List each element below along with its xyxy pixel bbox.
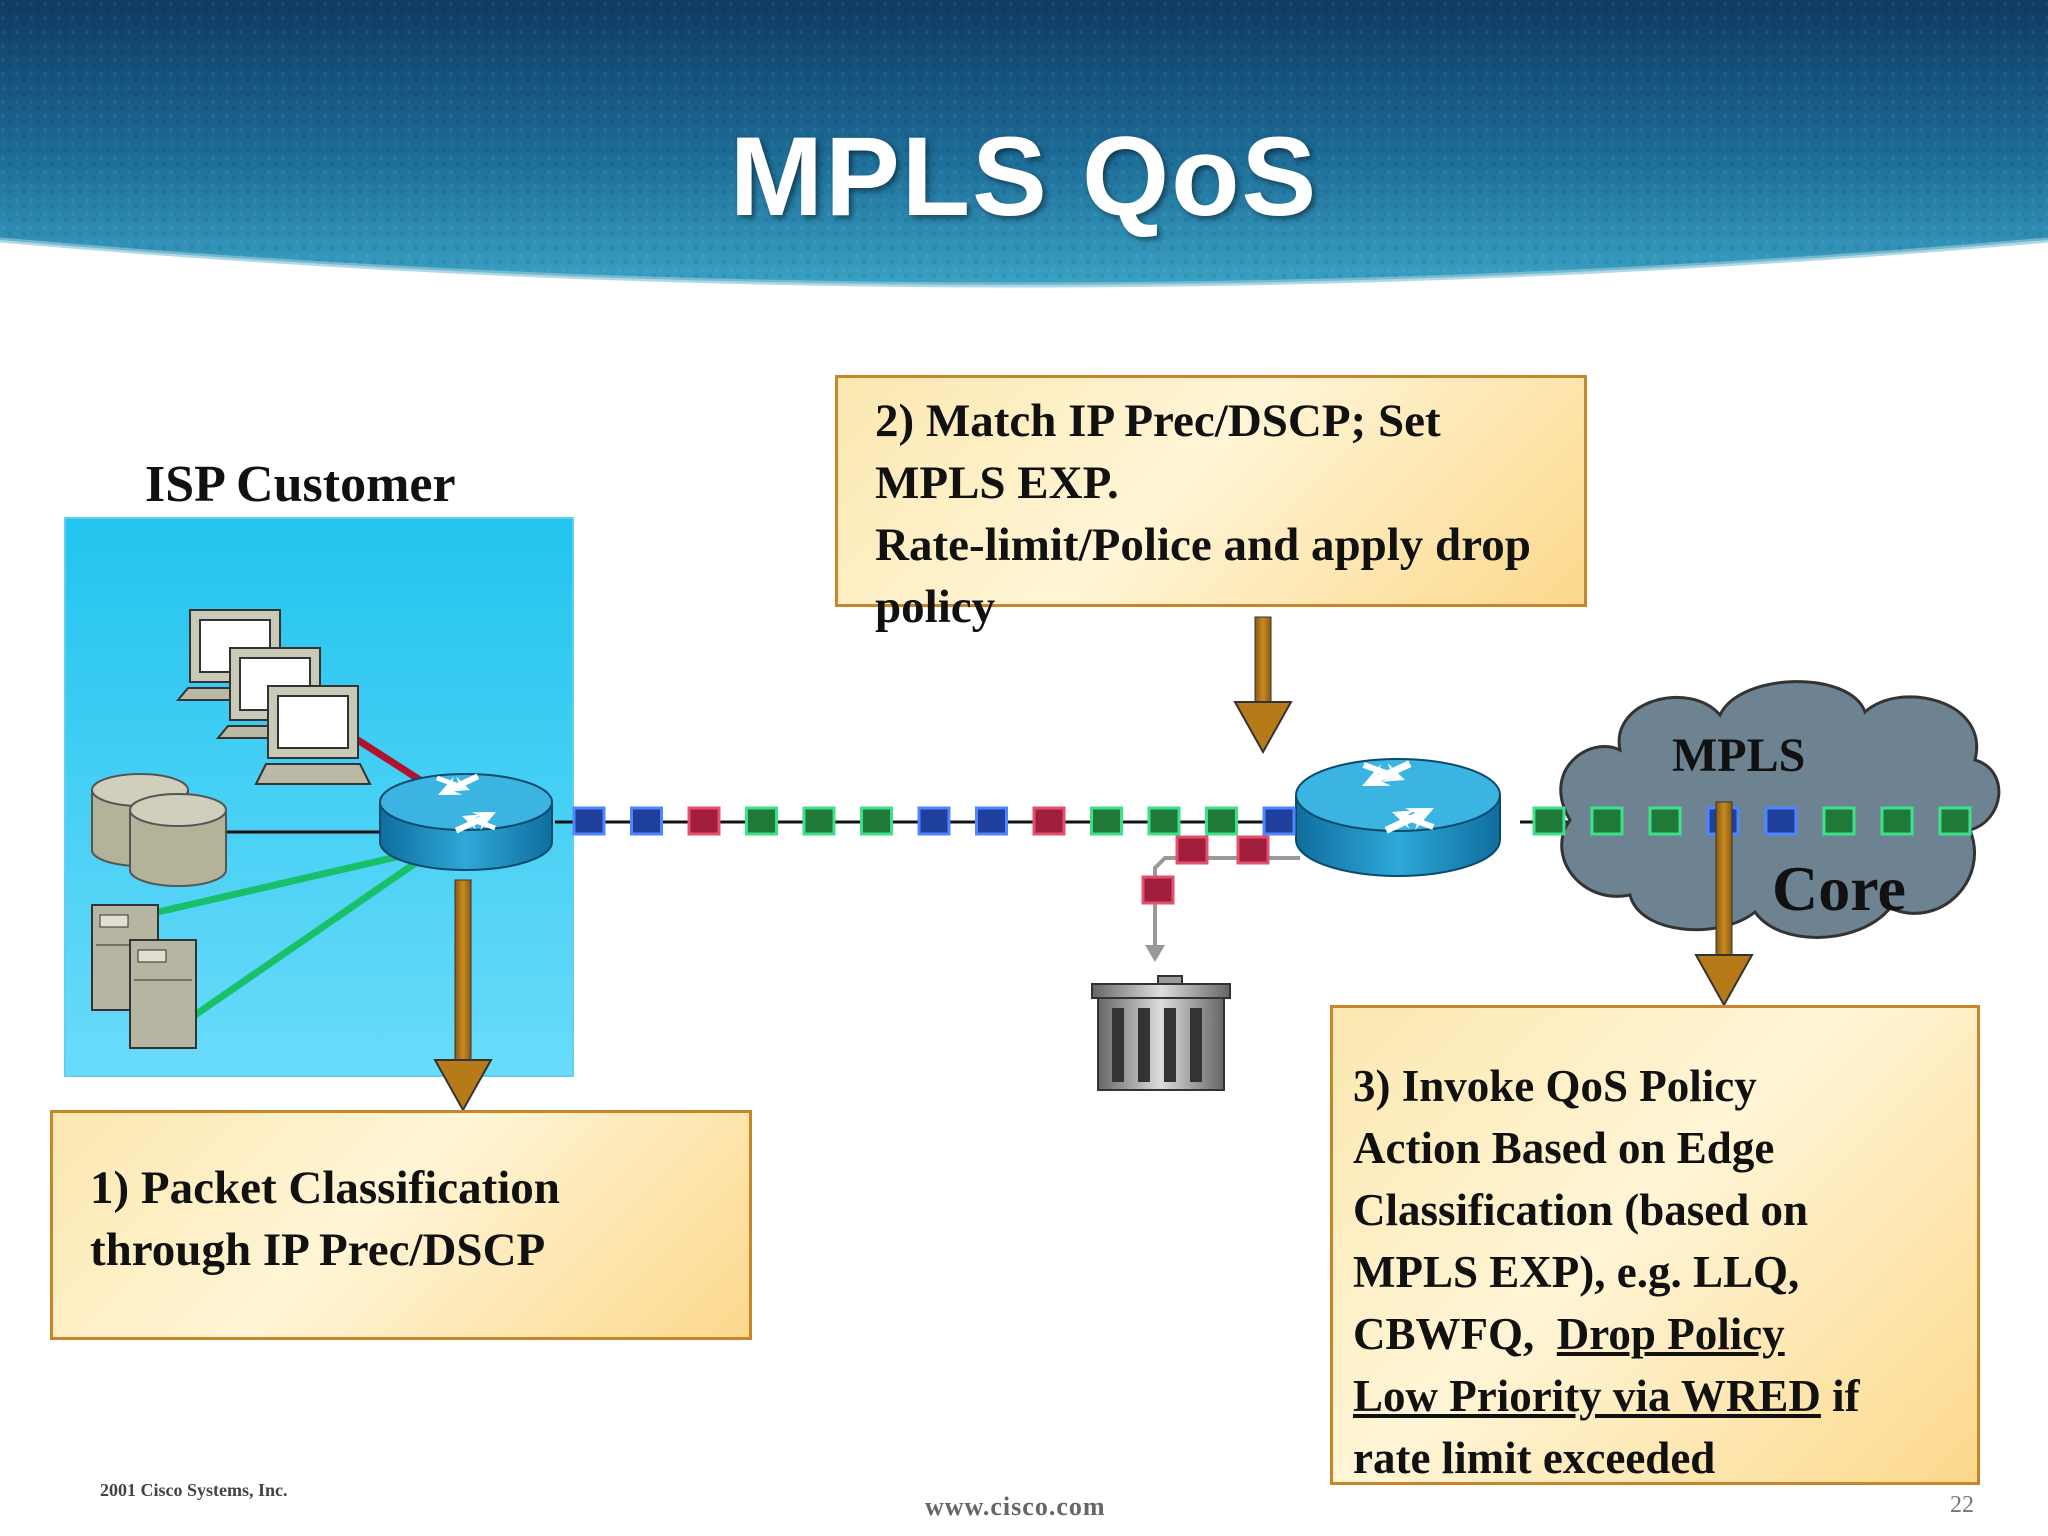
callout-2-line: Rate-limit/Police and apply drop bbox=[875, 519, 1531, 571]
footer-url[interactable]: www.cisco.com bbox=[925, 1492, 1106, 1521]
header-banner bbox=[0, 0, 2048, 288]
packet-green bbox=[802, 806, 836, 836]
packet-blue bbox=[1764, 806, 1798, 836]
callout-3-line: Low Priority via WRED if bbox=[1353, 1365, 1860, 1427]
footer-page-number: 22 bbox=[1950, 1492, 1974, 1518]
callout-2-line: policy bbox=[875, 581, 996, 633]
callout-3-line: CBWFQ, Drop Policy bbox=[1353, 1303, 1860, 1365]
packet-green bbox=[860, 806, 893, 836]
packet-dropped bbox=[1141, 875, 1175, 905]
callout-invoke-qos-policy bbox=[1330, 1005, 1980, 1485]
arrow-down-icon bbox=[433, 879, 493, 1113]
packet-red bbox=[1032, 806, 1066, 836]
callout-packet-classification bbox=[50, 1110, 752, 1340]
packet-red bbox=[687, 806, 721, 836]
callout-3-text-part: CBWFQ, bbox=[1353, 1309, 1557, 1359]
packet-green bbox=[1938, 806, 1972, 836]
callout-1-text: 1) Packet Classification through IP Prec… bbox=[90, 1157, 560, 1281]
callout-3-text-part: if bbox=[1820, 1371, 1860, 1421]
callout-1-line: through IP Prec/DSCP bbox=[90, 1224, 546, 1276]
packet-stream-access bbox=[572, 806, 1296, 836]
isp-customer-label: ISP Customer bbox=[145, 456, 456, 513]
packet-green bbox=[1532, 806, 1566, 836]
callout-3-text: 3) Invoke QoS Policy Action Based on Edg… bbox=[1353, 1055, 1860, 1489]
callout-2-line: 2) Match IP Prec/DSCP; Set bbox=[875, 395, 1441, 447]
trash-can-icon bbox=[1091, 975, 1231, 1091]
packet-blue bbox=[630, 806, 663, 836]
packet-green bbox=[1205, 806, 1238, 836]
callout-2-line: MPLS EXP. bbox=[875, 457, 1119, 509]
packet-stream-dropped bbox=[1141, 835, 1270, 905]
packet-dropped bbox=[1236, 835, 1270, 865]
packet-green bbox=[1822, 806, 1856, 836]
drop-policy-link: Drop Policy bbox=[1556, 1309, 1785, 1359]
callout-1-line: 1) Packet Classification bbox=[90, 1162, 560, 1214]
callout-3-line: MPLS EXP), e.g. LLQ, bbox=[1353, 1247, 1800, 1297]
arrow-down-icon bbox=[1233, 616, 1293, 755]
core-cloud-label: Core bbox=[1772, 853, 1906, 924]
packet-green bbox=[1147, 806, 1181, 836]
callout-3-line: rate limit exceeded bbox=[1353, 1433, 1716, 1483]
packet-blue bbox=[975, 806, 1008, 836]
callout-3-line: Classification (based on bbox=[1353, 1185, 1809, 1235]
mpls-cloud-label: MPLS bbox=[1672, 729, 1806, 782]
server-icon bbox=[129, 939, 197, 1049]
arrow-down-icon bbox=[1694, 801, 1754, 1008]
packet-dropped bbox=[1175, 835, 1209, 865]
packet-blue bbox=[1262, 806, 1296, 836]
footer-copyright: 2001 Cisco Systems, Inc. bbox=[100, 1480, 288, 1500]
callout-2-text: 2) Match IP Prec/DSCP; Set MPLS EXP. Rat… bbox=[875, 390, 1531, 638]
packet-green bbox=[1590, 806, 1624, 836]
storage-disk-icon bbox=[129, 793, 227, 887]
drop-arrow-icon bbox=[1145, 945, 1165, 962]
packet-blue bbox=[572, 806, 606, 836]
packet-green bbox=[1090, 806, 1123, 836]
packet-green bbox=[1648, 806, 1682, 836]
packet-green bbox=[745, 806, 778, 836]
edge-router-icon bbox=[379, 767, 553, 871]
packet-green bbox=[1880, 806, 1914, 836]
wred-link: Low Priority via WRED bbox=[1353, 1371, 1821, 1421]
callout-match-and-police bbox=[835, 375, 1587, 607]
callout-3-line: 3) Invoke QoS Policy bbox=[1353, 1061, 1757, 1111]
callout-3-line: Action Based on Edge bbox=[1353, 1123, 1775, 1173]
packet-blue bbox=[917, 806, 951, 836]
slide-title: MPLS QoS bbox=[729, 114, 1319, 239]
pe-router-icon bbox=[1295, 752, 1501, 877]
workstation-icon bbox=[254, 685, 372, 785]
